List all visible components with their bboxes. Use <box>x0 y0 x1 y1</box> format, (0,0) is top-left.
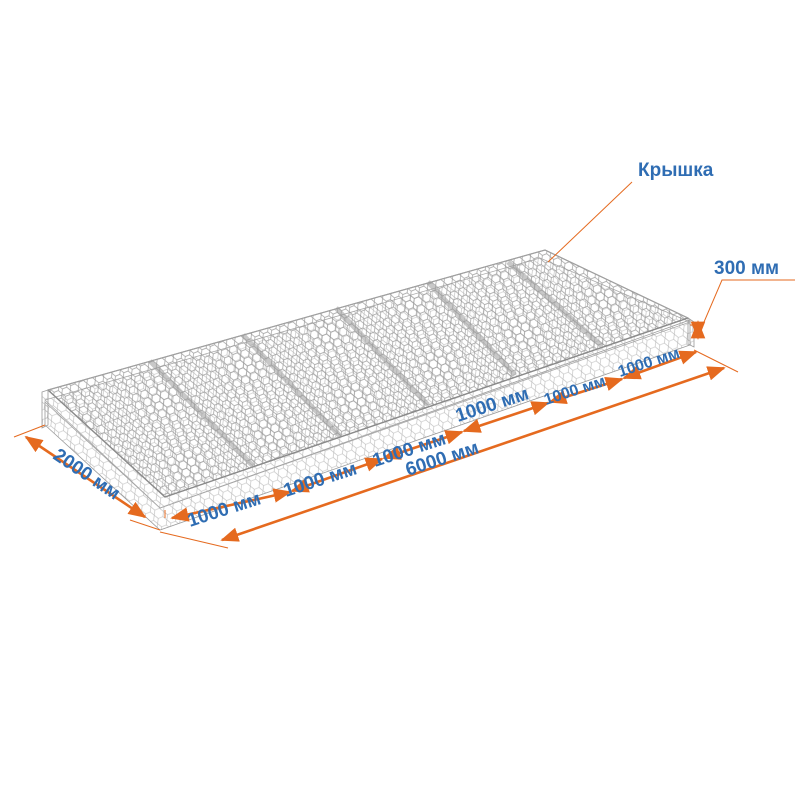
mattress-right-end <box>687 317 695 348</box>
mattress-left-end <box>41 389 49 429</box>
lid-callout: Крышка <box>547 160 714 263</box>
height-label: 300 мм <box>714 258 779 279</box>
lid-back-rim <box>47 249 689 391</box>
height-dimension: 300 мм <box>690 258 795 340</box>
lid-label: Крышка <box>638 160 714 181</box>
